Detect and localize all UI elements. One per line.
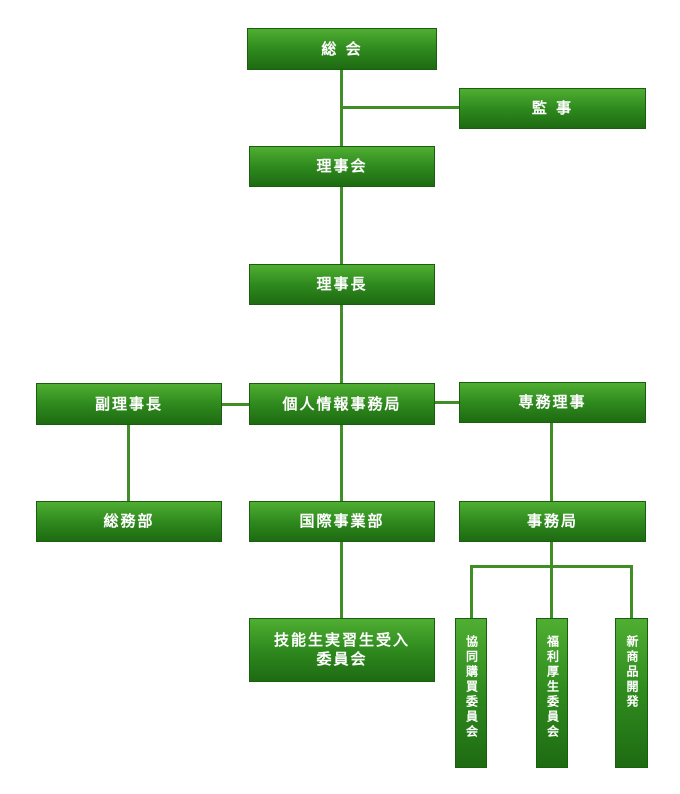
connector-vice-to-privacy [221, 403, 250, 406]
connector-executive-to-secretariat [550, 422, 553, 502]
auditor-box: 監 事 [459, 88, 646, 129]
general-assembly-box: 総 会 [247, 28, 437, 70]
connector-board-to-chairman [340, 186, 343, 264]
connector-to-new-products [630, 565, 633, 619]
connector-to-welfare [550, 565, 553, 619]
board-box: 理事会 [249, 146, 435, 187]
vice-chairman-box: 副理事長 [36, 383, 222, 425]
executive-director-box: 専務理事 [459, 382, 646, 423]
new-products-box: 新商品開発 [615, 618, 648, 768]
purchasing-committee-box: 協同購買委員会 [455, 618, 487, 768]
privacy-office-box: 個人情報事務局 [249, 383, 435, 425]
connector-privacy-to-executive [434, 401, 460, 404]
connector-chairman-to-privacy [340, 304, 343, 383]
connector-secretariat-down [550, 541, 553, 567]
trainee-committee-box: 技能生実習生受入 委員会 [249, 618, 435, 682]
secretariat-box: 事務局 [459, 501, 646, 542]
connector-international-to-trainee [340, 541, 343, 619]
connector-to-auditor [340, 106, 460, 109]
trainee-committee-line1: 技能生実習生受入 [273, 631, 410, 650]
chairman-box: 理事長 [249, 264, 435, 305]
international-box: 国際事業部 [249, 501, 435, 542]
general-affairs-box: 総務部 [36, 501, 222, 542]
connector-to-purchasing [470, 565, 473, 619]
welfare-committee-box: 福利厚生委員会 [536, 618, 568, 768]
connector-privacy-to-international [340, 424, 343, 502]
trainee-committee-line2: 委員会 [316, 650, 368, 668]
connector-vice-to-general-affairs [127, 424, 130, 502]
